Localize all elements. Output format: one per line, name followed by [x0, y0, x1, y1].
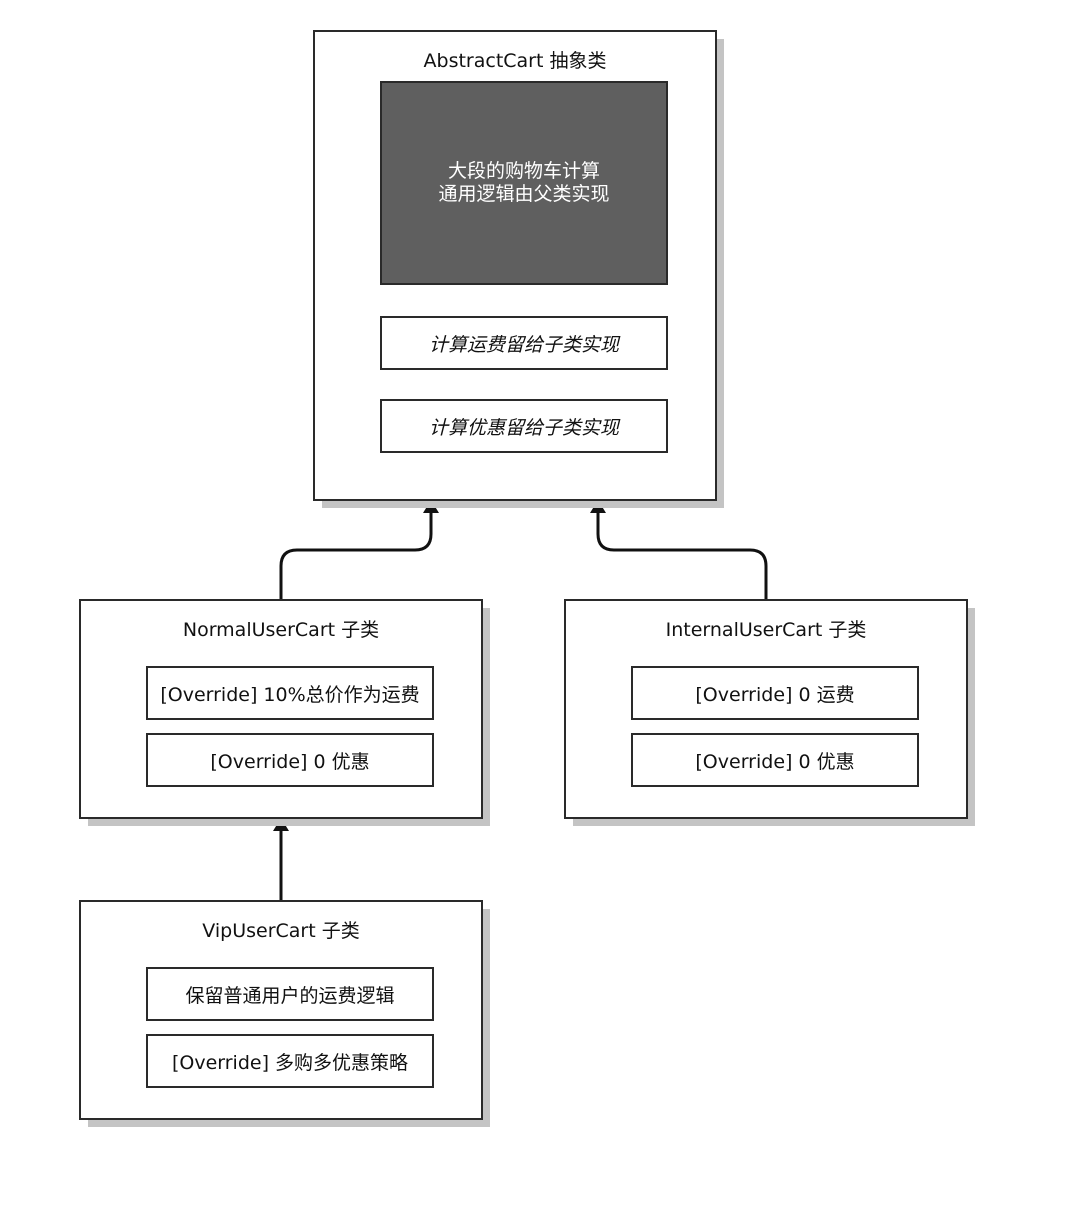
common-logic-line2: 通用逻辑由父类实现	[438, 183, 610, 205]
normal-discount-method: [Override] 0 优惠	[146, 733, 434, 787]
internal-user-cart-class: InternalUserCart 子类 [Override] 0 运费 [Ove…	[564, 599, 968, 819]
internal-discount-method: [Override] 0 优惠	[631, 733, 919, 787]
normal-user-cart-title: NormalUserCart 子类	[182, 619, 380, 641]
vip-user-cart-title: VipUserCart 子类	[202, 920, 360, 942]
common-logic-line1: 大段的购物车计算	[447, 160, 600, 182]
internal-user-cart-title: InternalUserCart 子类	[665, 619, 867, 641]
abstract-shipping-method: 计算运费留给子类实现	[380, 316, 668, 370]
abstract-cart-title: AbstractCart 抽象类	[423, 50, 607, 72]
normal-to-abstract-arrow	[279, 511, 433, 600]
vip-shipping-method: 保留普通用户的运费逻辑	[146, 967, 434, 1021]
normal-shipping-method: [Override] 10%总价作为运费	[146, 666, 434, 720]
vip-user-cart-class: VipUserCart 子类 保留普通用户的运费逻辑 [Override] 多购…	[79, 900, 483, 1120]
common-logic-block: 大段的购物车计算 通用逻辑由父类实现	[380, 81, 668, 285]
abstract-cart-class: AbstractCart 抽象类 大段的购物车计算 通用逻辑由父类实现 计算运费…	[313, 30, 717, 501]
normal-user-cart-class: NormalUserCart 子类 [Override] 10%总价作为运费 […	[79, 599, 483, 819]
vip-discount-method: [Override] 多购多优惠策略	[146, 1034, 434, 1088]
internal-shipping-method: [Override] 0 运费	[631, 666, 919, 720]
internal-to-abstract-arrow	[596, 511, 768, 600]
abstract-discount-method: 计算优惠留给子类实现	[380, 399, 668, 453]
